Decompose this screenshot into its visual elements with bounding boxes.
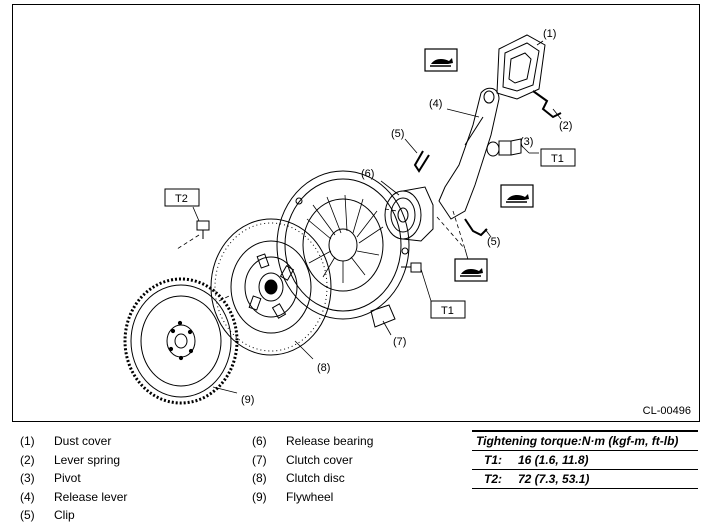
legend-item: (6)Release bearing [252,434,374,448]
clip-upper [413,150,430,173]
callout-2: (2) [559,120,572,132]
release-lever [438,87,500,220]
assembly-lines [176,208,466,302]
flywheel [123,277,239,405]
clutch-disc [210,218,332,356]
callout-t2: T2 [175,193,188,205]
figure-code: CL-00496 [642,405,691,417]
callout-t1-pivot: T1 [551,153,564,165]
callout-9: (9) [241,394,254,406]
callout-4: (4) [429,98,442,110]
leader-lines [192,40,562,394]
torque-row-t2: T2:72 (7.3, 53.1) [472,470,698,489]
callout-t1-cover: T1 [441,305,454,317]
callout-box-t1-cover [430,300,466,319]
torque-row-t1: T1:16 (1.6, 11.8) [472,451,698,470]
callout-6: (6) [361,168,374,180]
legend-item: (1)Dust cover [20,434,112,448]
pivot [486,138,522,157]
clutch-cover [276,170,410,328]
clutch-exploded-view: (1) (2) (3) (4) (5) (5) (6) (7) (8) (9) … [123,28,576,406]
legend-item: (8)Clutch disc [252,471,345,485]
grease-icon [454,258,488,282]
grease-icon [424,48,458,72]
bolt-t1-cover [401,262,422,273]
callout-box-t1-pivot [540,148,576,167]
legend-middle: (6)Release bearing (7)Clutch cover (8)Cl… [252,432,373,506]
bolt-t2 [196,220,210,239]
lever-spring [532,90,562,119]
legend-item: (2)Lever spring [20,452,121,467]
callout-3: (3) [520,136,533,148]
torque-table: Tightening torque:N·m (kgf-m, ft-lb) T1:… [472,430,698,489]
legend-item: (9)Flywheel [252,489,334,504]
callout-1: (1) [543,28,556,40]
callout-7: (7) [393,336,406,348]
clip-lower [464,218,488,237]
legend-item: (7)Clutch cover [252,452,353,467]
callout-8: (8) [317,362,330,374]
callout-5-lower: (5) [487,236,500,248]
diagram-frame: (1) (2) (3) (4) (5) (5) (6) (7) (8) (9) … [12,4,700,422]
callout-5-upper: (5) [391,128,404,140]
legend-left: (1)Dust cover (2)Lever spring (3)Pivot (… [20,432,127,525]
legend-item: (4)Release lever [20,489,128,504]
release-bearing [384,186,434,242]
legend-item: (3)Pivot [20,471,81,485]
callout-box-t2 [164,188,200,207]
grease-icon [500,184,534,208]
dust-cover [496,34,546,100]
torque-title: Tightening torque:N·m (kgf-m, ft-lb) [472,430,698,451]
legend-item: (5)Clip [20,508,75,522]
